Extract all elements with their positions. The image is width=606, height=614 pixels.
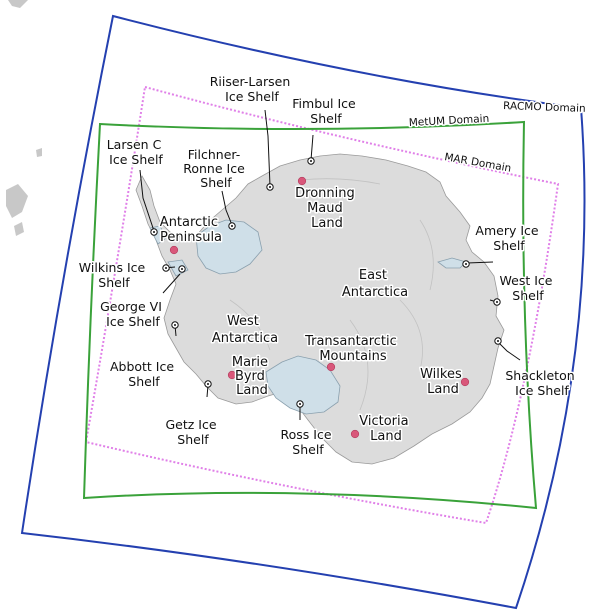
fimbul-label: Fimbul Ice Shelf bbox=[292, 96, 359, 126]
larsen-c-label: Larsen C Ice Shelf bbox=[107, 137, 166, 167]
south-america-tip bbox=[8, 0, 28, 8]
west-ice-shelf-marker bbox=[493, 298, 501, 306]
filchner-ronne-leader bbox=[221, 190, 233, 226]
racmo-domain-label: RACMO Domain bbox=[503, 100, 586, 115]
shackleton-marker bbox=[494, 337, 502, 345]
dronning-maud-land-point bbox=[297, 176, 307, 186]
island-west-3 bbox=[36, 148, 42, 157]
fimbul-leader bbox=[310, 134, 314, 161]
riiser-larsen-leader bbox=[264, 109, 271, 187]
region-labels: Dronning Maud Land Antarctic Peninsula E… bbox=[158, 185, 466, 446]
larsen-c-leader bbox=[139, 169, 155, 232]
metum-domain-label: MetUM Domain bbox=[409, 113, 490, 129]
victoria-land-label: Victoria Land bbox=[359, 414, 412, 444]
wilkes-land-label: Wilkes Land bbox=[420, 367, 466, 397]
ross-ice-shelf-area bbox=[265, 355, 341, 415]
ice-shelf-labels: Riiser-Larsen Ice Shelf Fimbul Ice Shelf… bbox=[77, 73, 578, 459]
wilkes-land-point bbox=[460, 377, 470, 387]
metum-domain-boundary bbox=[82, 120, 538, 510]
relief-hatching bbox=[229, 178, 434, 411]
leader-lines bbox=[139, 109, 521, 420]
east-antarctica-label: East Antarctica bbox=[342, 268, 408, 300]
filchner-ronne-label: Filchner- Ronne Ice Shelf bbox=[183, 147, 249, 190]
victoria-land-point bbox=[350, 429, 360, 439]
filchner-ronne-marker bbox=[228, 222, 236, 230]
fimbul-marker bbox=[307, 157, 315, 165]
dronning-maud-land-label: Dronning Maud Land bbox=[295, 186, 359, 231]
antarctic-peninsula-point bbox=[169, 245, 179, 255]
filchner-ronne-ice-shelf-area bbox=[195, 219, 263, 275]
abbott-marker bbox=[171, 321, 179, 329]
other-landmasses bbox=[6, 0, 42, 236]
marie-byrd-land-point bbox=[227, 370, 237, 380]
racmo-domain-boundary bbox=[20, 14, 586, 610]
west-ice-shelf-label: West Ice Shelf bbox=[500, 273, 557, 303]
marie-byrd-land-label: Marie Byrd Land bbox=[232, 355, 272, 398]
transantarctic-mountains-label: Transantarctic Mountains bbox=[304, 334, 401, 364]
amery-marker bbox=[462, 260, 470, 268]
amery-label: Amery Ice Shelf bbox=[475, 223, 542, 253]
riiser-larsen-label: Riiser-Larsen Ice Shelf bbox=[210, 74, 295, 104]
shackleton-label: Shackleton Ice Shelf bbox=[505, 368, 578, 398]
transantarctic-mountains-point bbox=[326, 362, 336, 372]
shackleton-leader bbox=[497, 341, 521, 361]
abbott-label: Abbott Ice Shelf bbox=[110, 359, 178, 389]
ice-shelf-markers bbox=[150, 157, 502, 408]
island-west-1 bbox=[6, 184, 28, 218]
getz-label: Getz Ice Shelf bbox=[165, 417, 220, 447]
ross-marker bbox=[296, 400, 304, 408]
wilkins-label: Wilkins Ice Shelf bbox=[79, 260, 149, 290]
domain-boundaries bbox=[20, 14, 586, 610]
west-antarctica-label: West Antarctica bbox=[212, 314, 278, 346]
getz-marker bbox=[204, 380, 212, 388]
antarctica bbox=[135, 153, 505, 465]
antarctic-peninsula-label: Antarctic Peninsula bbox=[160, 215, 222, 245]
island-west-2 bbox=[14, 222, 24, 236]
amery-leader bbox=[466, 261, 494, 264]
george-vi-marker bbox=[178, 265, 186, 273]
region-markers bbox=[169, 176, 470, 439]
riiser-larsen-marker bbox=[266, 183, 274, 191]
george-vi-label: George VI Ice Shelf bbox=[100, 299, 166, 329]
larsen-c-marker bbox=[150, 228, 158, 236]
george-vi-leader bbox=[162, 273, 181, 294]
wilkins-marker bbox=[162, 264, 170, 272]
ross-label: Ross Ice Shelf bbox=[280, 427, 335, 457]
